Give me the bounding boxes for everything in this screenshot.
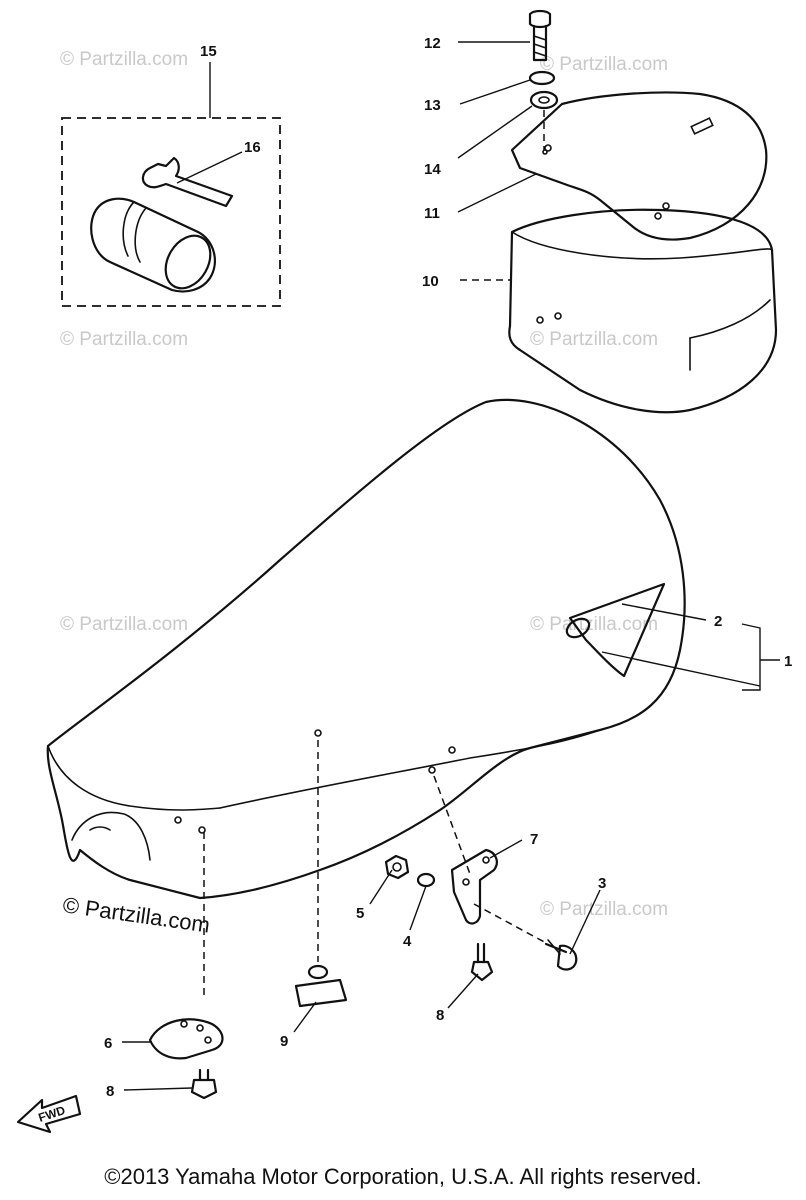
callout-11: 11 (424, 205, 440, 222)
callout-1: 1 (784, 653, 792, 670)
seat-box (508, 208, 778, 414)
tool-kit-group (61, 62, 281, 307)
copyright-notice: ©2013 Yamaha Motor Corporation, U.S.A. A… (104, 1164, 702, 1189)
nut-5 (384, 854, 410, 880)
callout-14: 14 (424, 161, 441, 178)
plate-9 (294, 964, 348, 1008)
seat-box-group (508, 91, 778, 414)
tool-kit-box (61, 117, 281, 307)
watermarks: © Partzilla.com © Partzilla.com © Partzi… (60, 49, 668, 938)
bolt-12 (528, 9, 552, 62)
callout-16: 16 (244, 139, 261, 156)
wrench-icon (141, 156, 234, 208)
callout-12: 12 (424, 35, 441, 52)
callout-3: 3 (598, 875, 606, 892)
watermark-1: © Partzilla.com (60, 49, 188, 70)
callout-15: 15 (200, 43, 217, 60)
washer-14 (529, 90, 559, 110)
bolt-8-right (470, 942, 494, 982)
watermark-5: © Partzilla.com (60, 614, 188, 635)
callout-4: 4 (403, 933, 412, 950)
seat-strap (568, 582, 666, 678)
watermark-dark: © Partzilla.com (61, 892, 211, 937)
callout-9: 9 (280, 1033, 288, 1050)
callout-2: 2 (714, 613, 722, 630)
watermark-3: © Partzilla.com (60, 329, 188, 350)
callout-5: 5 (356, 905, 364, 922)
watermark-7: © Partzilla.com (540, 899, 668, 920)
bolt-3 (544, 939, 578, 971)
washer-4 (416, 872, 436, 888)
callout-numbers: 15 16 12 13 14 11 10 2 1 7 3 5 4 8 9 6 8 (104, 35, 792, 1100)
tool-bag-icon (90, 197, 216, 293)
callout-6: 6 (104, 1035, 112, 1052)
bolt-8-left (190, 1068, 218, 1100)
washer-13 (528, 70, 556, 86)
callout-10: 10 (422, 273, 439, 290)
callout-8-right: 8 (436, 1007, 444, 1024)
callout-13: 13 (424, 97, 441, 114)
watermark-6: © Partzilla.com (530, 614, 658, 635)
watermark-4: © Partzilla.com (530, 329, 658, 350)
fwd-arrow-icon: FWD (16, 1094, 82, 1134)
bracket-6 (148, 1018, 224, 1060)
watermark-2: © Partzilla.com (540, 54, 668, 75)
seat-body (46, 398, 686, 900)
seat-assembly (46, 398, 686, 900)
seat-box-lid (510, 91, 768, 241)
callout-7: 7 (530, 831, 538, 848)
callout-8-left: 8 (106, 1083, 114, 1100)
bracket-7 (450, 848, 498, 925)
